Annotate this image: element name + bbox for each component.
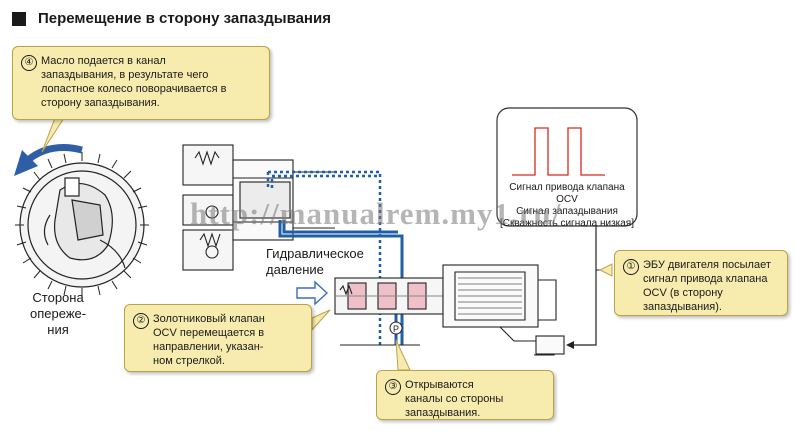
callout-spool-move: ② Золотниковый клапан OCV перемещается в…: [124, 304, 312, 372]
signal-box: [496, 107, 638, 227]
step-number-1: ①: [623, 259, 639, 275]
page-header: Перемещение в сторону запаздывания: [12, 10, 331, 27]
callout-text: ЭБУ двигателя посылает сигнал привода кл…: [643, 259, 771, 313]
step-number-4: ④: [21, 55, 37, 71]
pressure-port-icon: [389, 321, 403, 335]
signal-description: Сигнал привода клапана OCV Сигнал запазд…: [499, 182, 634, 229]
hydraulic-pressure-label: Гидравлическое давление: [266, 246, 364, 277]
callout-ecu-signal: ① ЭБУ двигателя посылает сигнал привода …: [614, 250, 788, 316]
camshaft-section: [182, 144, 335, 271]
step-number-3: ③: [385, 379, 401, 395]
curved-arrow-icon: [14, 144, 83, 176]
callout-channels-open: ③ Открываются каналы со стороны запаздыв…: [376, 370, 554, 420]
callout-text: Масло подается в канал запаздывания, в р…: [41, 55, 227, 109]
ocv-valve: [334, 264, 565, 356]
signal-waveform: [512, 127, 605, 176]
callout-text: Золотниковый клапан OCV перемещается в н…: [153, 313, 265, 367]
title-bullet-icon: [12, 11, 26, 26]
ecu-signal-line: [572, 226, 597, 346]
hollow-arrow-right-icon: [296, 280, 329, 306]
page-title: Перемещение в сторону запаздывания: [38, 10, 331, 27]
callout-retard-oil: ④ Масло подается в канал запаздывания, в…: [12, 46, 270, 120]
advance-side-label: Сторона опереже- ния: [30, 290, 87, 337]
callout-text: Открываются каналы со стороны запаздыван…: [405, 379, 504, 419]
callout-1-pointer: [598, 263, 613, 277]
step-number-2: ②: [133, 313, 149, 329]
pressure-port-label: P: [393, 324, 399, 334]
watermark-text: http://manualrem.my1.ru/: [190, 196, 562, 231]
vvt-sprocket: [15, 152, 149, 297]
callout-2-pointer: [311, 309, 331, 332]
